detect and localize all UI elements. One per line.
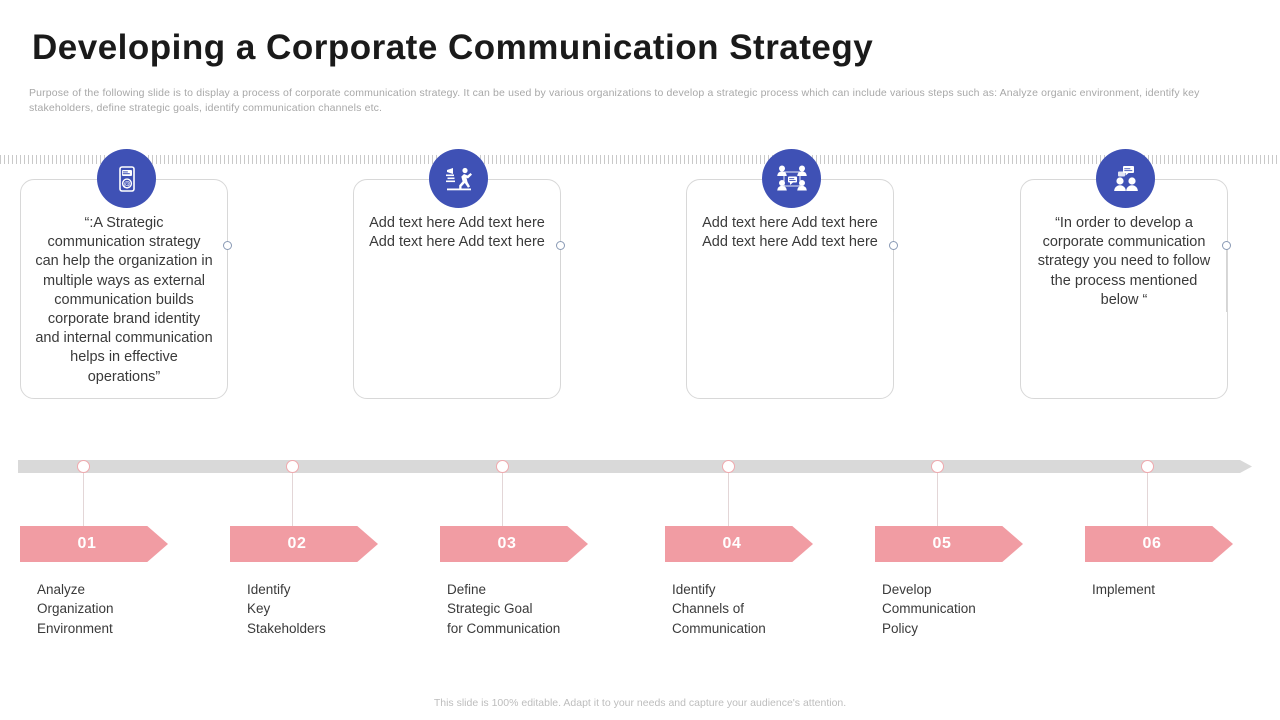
timeline-stem-4 bbox=[728, 473, 729, 530]
page-subtitle: Purpose of the following slide is to dis… bbox=[29, 87, 1200, 114]
info-card-1-text: “:A Strategic communication strategy can… bbox=[35, 215, 213, 385]
step-chevron-3[interactable]: 03 bbox=[440, 526, 588, 562]
timeline-stem-6 bbox=[1147, 473, 1148, 530]
two-people-chat-icon-badge[interactable] bbox=[1096, 149, 1155, 208]
dotted-divider-rule bbox=[0, 155, 1280, 164]
info-card-1[interactable]: “:A Strategic communication strategy can… bbox=[20, 179, 228, 399]
info-card-4[interactable]: “In order to develop a corporate communi… bbox=[1020, 179, 1228, 399]
info-card-4-node bbox=[1222, 241, 1231, 250]
info-card-2-node-stem bbox=[560, 250, 561, 312]
step-number-6: 06 bbox=[1142, 535, 1162, 552]
info-card-3-node bbox=[889, 241, 898, 250]
step-number-3: 03 bbox=[497, 535, 517, 552]
timeline-stem-1 bbox=[83, 473, 84, 530]
step-label-3: Define Strategic Goal for Communication bbox=[447, 582, 561, 636]
running-person-megaphone-icon-badge[interactable] bbox=[429, 149, 488, 208]
step-chevron-1[interactable]: 01 bbox=[20, 526, 168, 562]
step-label-6: Implement bbox=[1092, 582, 1156, 597]
info-card-3-text: Add text here Add text here Add text her… bbox=[702, 215, 878, 251]
two-people-chat-icon bbox=[1110, 164, 1142, 194]
timeline-stem-3 bbox=[502, 473, 503, 530]
step-number-4: 04 bbox=[722, 535, 742, 552]
timeline-bar bbox=[18, 459, 1252, 474]
team-network-icon bbox=[775, 164, 809, 194]
timeline-stem-5 bbox=[937, 473, 938, 530]
step-label-4: Identify Channels of Communication bbox=[672, 582, 766, 636]
timeline-stem-2 bbox=[292, 473, 293, 530]
step-label-1: Analyze Organization Environment bbox=[37, 582, 114, 636]
info-card-2-node bbox=[556, 241, 565, 250]
info-card-3-node-stem bbox=[893, 250, 894, 312]
info-card-2-text: Add text here Add text here Add text her… bbox=[369, 215, 545, 251]
step-chevron-5[interactable]: 05 bbox=[875, 526, 1023, 562]
mobile-message-icon-badge[interactable]: @ bbox=[97, 149, 156, 208]
step-chevron-2[interactable]: 02 bbox=[230, 526, 378, 562]
timeline-marker-5 bbox=[931, 460, 944, 473]
step-label-2: Identify Key Stakeholders bbox=[247, 582, 326, 636]
running-person-megaphone-icon bbox=[443, 164, 475, 194]
timeline-marker-4 bbox=[722, 460, 735, 473]
svg-text:@: @ bbox=[123, 181, 130, 188]
step-number-1: 01 bbox=[77, 535, 97, 552]
timeline-marker-3 bbox=[496, 460, 509, 473]
info-card-4-text: “In order to develop a corporate communi… bbox=[1037, 215, 1211, 308]
timeline-marker-1 bbox=[77, 460, 90, 473]
info-card-3[interactable]: Add text here Add text here Add text her… bbox=[686, 179, 894, 399]
info-card-4-node-stem bbox=[1226, 250, 1227, 312]
timeline-marker-6 bbox=[1141, 460, 1154, 473]
info-card-1-node bbox=[223, 241, 232, 250]
step-chevron-6[interactable]: 06 bbox=[1085, 526, 1233, 562]
timeline-marker-2 bbox=[286, 460, 299, 473]
info-card-1-node-stem bbox=[227, 250, 228, 312]
mobile-message-icon: @ bbox=[112, 164, 142, 194]
step-label-5: Develop Communication Policy bbox=[882, 582, 976, 636]
info-card-2[interactable]: Add text here Add text here Add text her… bbox=[353, 179, 561, 399]
step-chevron-4[interactable]: 04 bbox=[665, 526, 813, 562]
footer-note: This slide is 100% editable. Adapt it to… bbox=[433, 697, 847, 709]
team-network-icon-badge[interactable] bbox=[762, 149, 821, 208]
page-title: Developing a Corporate Communication Str… bbox=[32, 28, 874, 67]
step-number-5: 05 bbox=[932, 535, 952, 552]
step-number-2: 02 bbox=[287, 535, 307, 552]
